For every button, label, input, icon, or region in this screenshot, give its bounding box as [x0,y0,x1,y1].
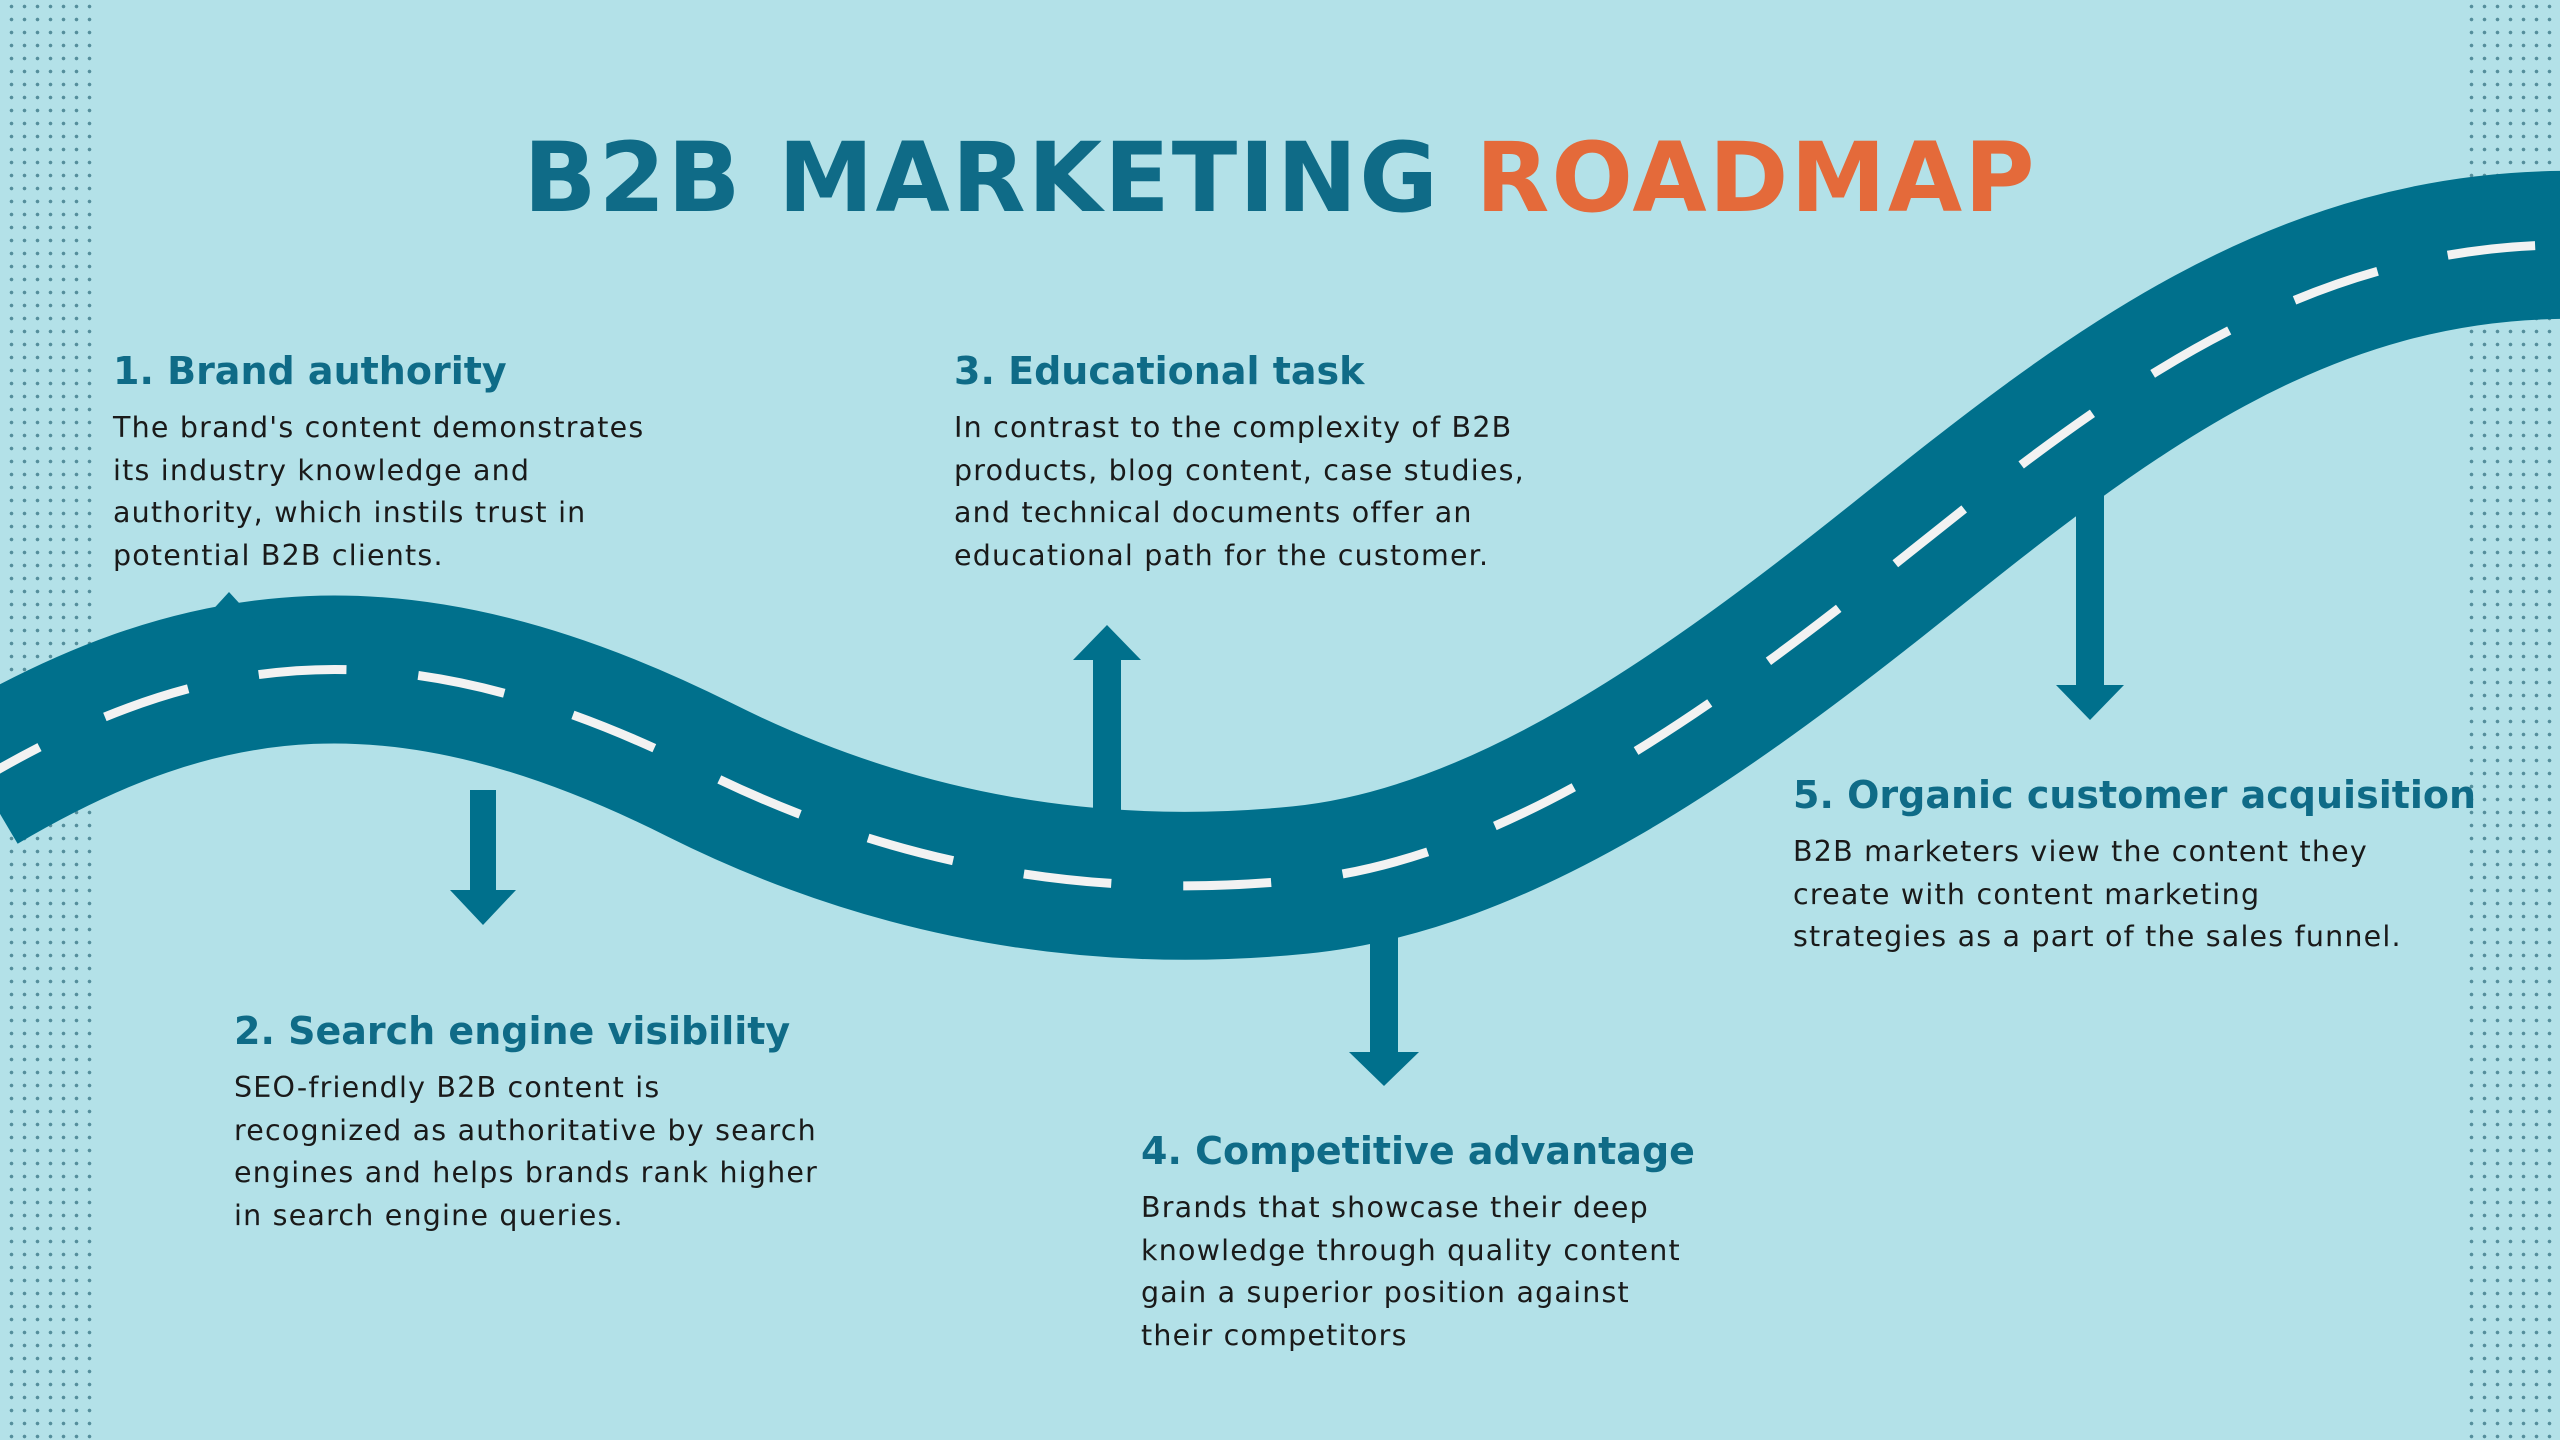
road-surface [0,171,2560,960]
description-line: their competitors [1141,1318,1408,1352]
description-line: The brand's content demonstrates [113,411,645,444]
arrow-down-icon [450,790,516,925]
step-description: SEO-friendly B2B content is recognized a… [234,1067,818,1237]
step-description: The brand's content demonstrates its ind… [113,407,644,577]
description-line: SEO-friendly B2B content is [234,1071,661,1104]
step-heading: 1. Brand authority [113,349,507,393]
step-description: Brands that showcase their deep knowledg… [1141,1187,1695,1357]
roadmap-step-3: 3. Educational task In contrast to the c… [954,347,1525,577]
arrow-up-icon [196,592,262,695]
arrow-down-icon [1349,920,1419,1086]
step-description: B2B marketers view the content they crea… [1793,831,2476,959]
roadmap-step-2: 2. Search engine visibility SEO-friendly… [234,1007,818,1237]
description-line: recognized as authoritative by search [234,1113,817,1147]
step-heading: 5. Organic customer acquisition [1793,773,2477,817]
step-description: In contrast to the complexity of B2B pro… [954,407,1525,577]
roadmap-step-4: 4. Competitive advantage Brands that sho… [1141,1127,1695,1357]
roadmap-step-5: 5. Organic customer acquisition B2B mark… [1793,771,2476,959]
description-line: educational path for the customer. [954,538,1490,572]
description-line: B2B marketers view the content they [1793,835,2368,868]
description-line: and technical documents offer an [954,496,1473,529]
description-line: create with content marketing [1793,877,2261,911]
description-line: potential B2B clients. [113,538,444,572]
title-main: B2B MARKETING [523,122,1441,234]
page-title: B2B MARKETING ROADMAP [0,118,2560,238]
step-heading: 2. Search engine visibility [234,1009,791,1053]
description-line: its industry knowledge and [113,453,531,487]
description-line: in search engine queries. [234,1198,624,1232]
description-line: strategies as a part of the sales funnel… [1793,920,2402,953]
description-line: knowledge through quality content [1141,1233,1681,1267]
description-line: gain a superior position against [1141,1276,1630,1309]
description-line: Brands that showcase their deep [1141,1191,1649,1224]
description-line: authority, which instils trust in [113,496,587,529]
description-line: In contrast to the complexity of B2B [954,411,1513,444]
step-heading: 3. Educational task [954,349,1365,393]
arrow-up-icon [1073,625,1141,830]
roadmap-step-1: 1. Brand authority The brand's content d… [113,347,644,577]
description-line: engines and helps brands rank higher [234,1156,819,1189]
step-heading: 4. Competitive advantage [1141,1129,1695,1173]
arrow-down-icon [2056,470,2124,720]
title-accent: ROADMAP [1475,122,2037,234]
description-line: products, blog content, case studies, [954,453,1525,487]
